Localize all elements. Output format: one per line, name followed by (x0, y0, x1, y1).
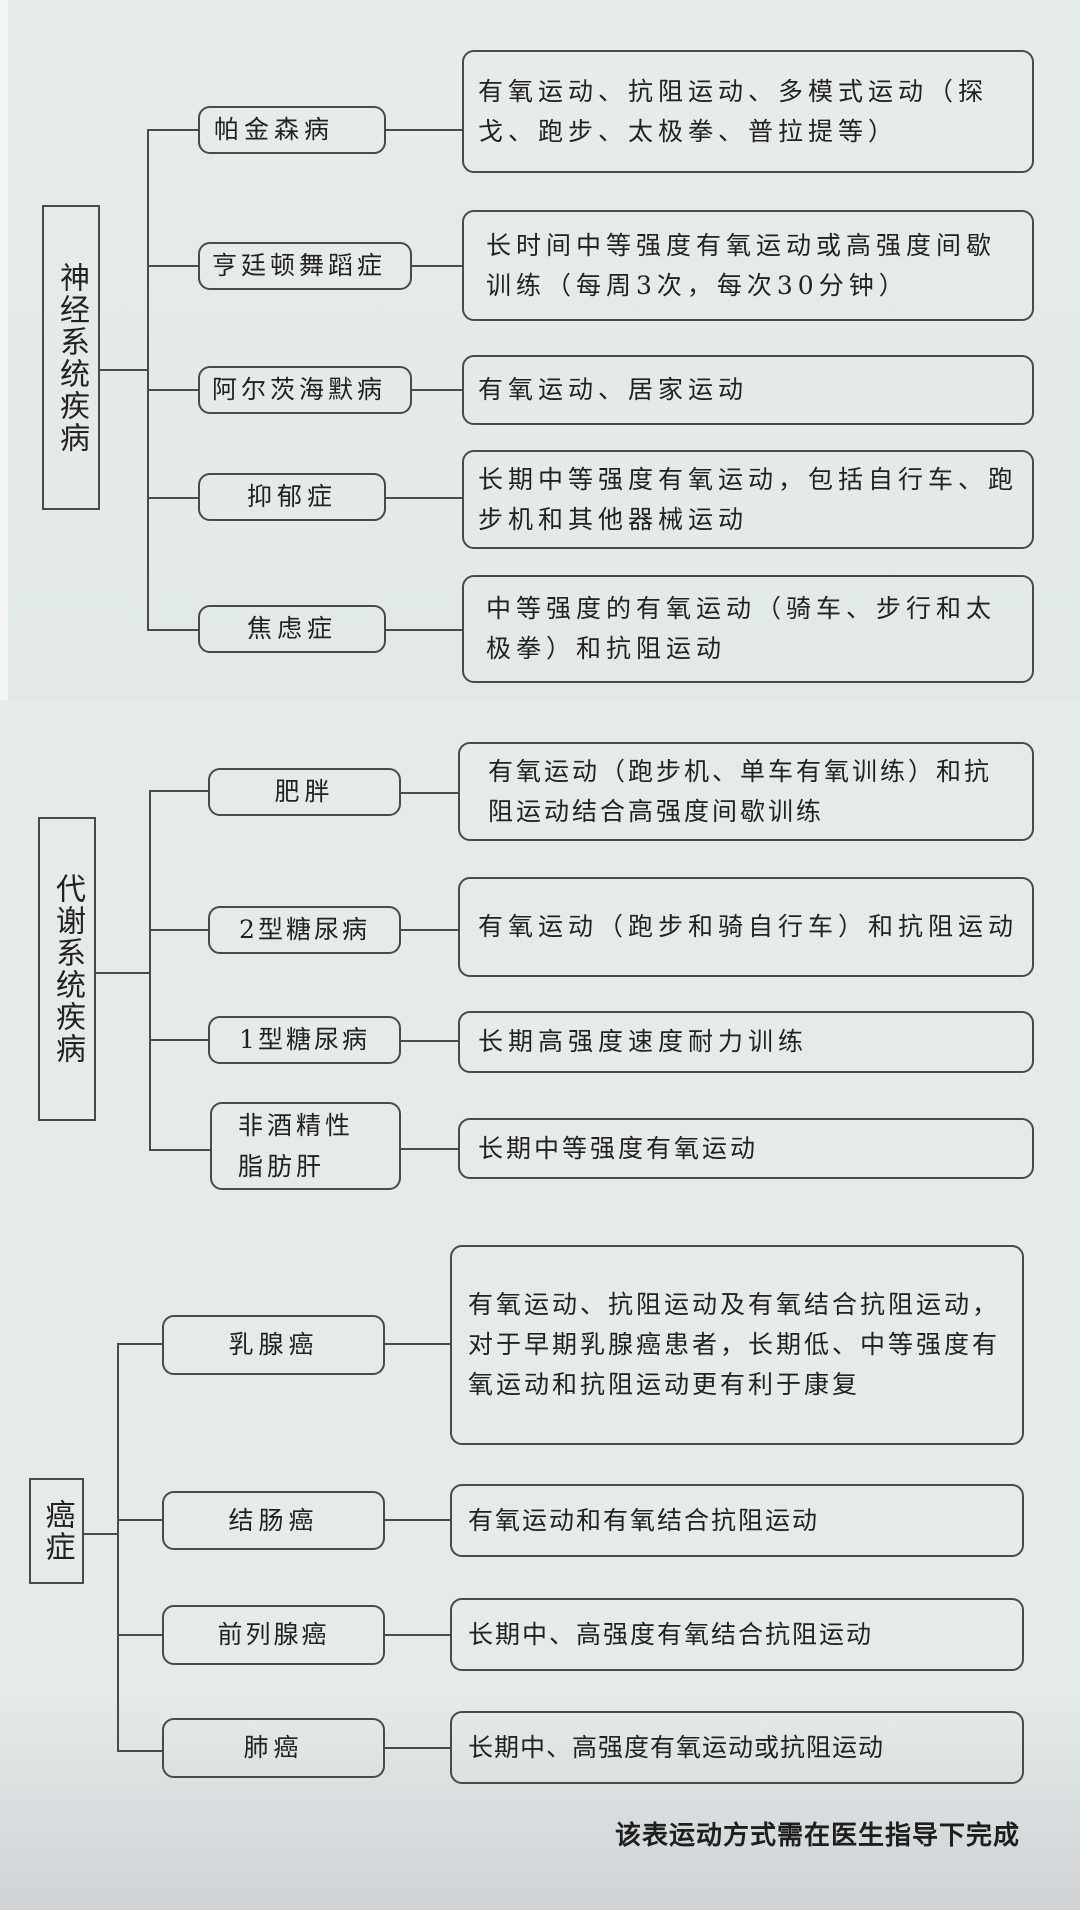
exercise-text: 有氧运动、居家运动 (478, 375, 749, 404)
link-line (412, 389, 462, 391)
disease-label: 阿尔茨海默病 (212, 375, 387, 404)
exercise-text: 有氧运动、抗阻运动、多模式运动（探戈、跑步、太极拳、普拉提等） (478, 76, 989, 146)
branch-line (118, 1750, 162, 1752)
disease-node-colon-cancer: 结肠癌 (162, 1491, 385, 1550)
exercise-box-depression: 长期中等强度有氧运动，包括自行车、跑步机和其他器械运动 (462, 450, 1034, 549)
category-label: 神经系统疾病 (54, 261, 89, 454)
category-box-cancer: 癌症 (29, 1478, 84, 1584)
disease-label: 帕金森病 (214, 115, 335, 144)
exercise-text: 有氧运动和有氧结合抗阻运动 (468, 1505, 820, 1535)
disease-node-anxiety: 焦虑症 (198, 605, 386, 653)
connector-line (96, 972, 150, 974)
trunk-line (149, 790, 151, 1151)
trunk-line (147, 129, 149, 631)
link-line (401, 792, 458, 794)
background-middle (0, 700, 1080, 1700)
exercise-box-parkinsons: 有氧运动、抗阻运动、多模式运动（探戈、跑步、太极拳、普拉提等） (462, 50, 1034, 173)
category-label: 癌症 (39, 1499, 75, 1563)
exercise-text: 长期中、高强度有氧运动或抗阻运动 (468, 1732, 885, 1762)
exercise-box-breast-cancer: 有氧运动、抗阻运动及有氧结合抗阻运动，对于早期乳腺癌患者，长期低、中等强度有氧运… (450, 1245, 1024, 1445)
category-box-neurological: 神经系统疾病 (42, 205, 100, 510)
disease-node-parkinsons: 帕金森病 (198, 106, 386, 154)
disease-node-breast-cancer: 乳腺癌 (162, 1315, 385, 1375)
exercise-box-huntingtons: 长时间中等强度有氧运动或高强度间歇训练（每周3次，每次30分钟） (462, 210, 1034, 321)
exercise-text: 有氧运动（跑步机、单车有氧训练）和抗阻运动结合高强度间歇训练 (488, 756, 993, 826)
link-line (385, 1343, 450, 1345)
exercise-text: 有氧运动、抗阻运动及有氧结合抗阻运动，对于早期乳腺癌患者，长期低、中等强度有氧运… (468, 1290, 1001, 1399)
branch-line (150, 790, 208, 792)
background-top (0, 0, 1080, 700)
link-line (385, 1747, 450, 1749)
disease-label: 结肠癌 (228, 1505, 319, 1535)
exercise-box-colon-cancer: 有氧运动和有氧结合抗阻运动 (450, 1484, 1024, 1557)
link-line (386, 497, 462, 499)
link-line (385, 1519, 450, 1521)
branch-line (118, 1634, 162, 1636)
exercise-text: 长期中、高强度有氧结合抗阻运动 (468, 1619, 874, 1649)
exercise-box-type1-diabetes: 长期高强度速度耐力训练 (458, 1011, 1034, 1073)
disease-label: 肺癌 (243, 1733, 304, 1762)
branch-line (150, 1039, 208, 1041)
exercise-box-alzheimers: 有氧运动、居家运动 (462, 355, 1034, 425)
disease-node-alzheimers: 阿尔茨海默病 (198, 366, 412, 414)
exercise-box-prostate-cancer: 长期中、高强度有氧结合抗阻运动 (450, 1598, 1024, 1671)
exercise-box-nafld: 长期中等强度有氧运动 (458, 1118, 1034, 1179)
disease-label: 焦虑症 (246, 614, 337, 643)
exercise-text: 有氧运动（跑步和骑自行车）和抗阻运动 (478, 912, 1019, 941)
exercise-text: 长期中等强度有氧运动，包括自行车、跑步机和其他器械运动 (478, 464, 1019, 534)
disease-label: 乳腺癌 (228, 1330, 319, 1359)
exercise-box-obesity: 有氧运动（跑步机、单车有氧训练）和抗阻运动结合高强度间歇训练 (458, 742, 1034, 841)
branch-line (118, 1343, 162, 1345)
branch-line (150, 1149, 210, 1151)
exercise-text: 长时间中等强度有氧运动或高强度间歇训练（每周3次，每次30分钟） (486, 230, 997, 300)
branch-line (148, 629, 198, 631)
disease-node-type2-diabetes: 2型糖尿病 (208, 906, 401, 954)
exercise-box-anxiety: 中等强度的有氧运动（骑车、步行和太极拳）和抗阻运动 (462, 575, 1034, 683)
link-line (401, 929, 458, 931)
branch-line (148, 389, 198, 391)
branch-line (148, 497, 198, 499)
disease-node-obesity: 肥胖 (208, 768, 401, 816)
left-edge-strip (0, 0, 8, 700)
background-bottom (0, 1700, 1080, 1910)
link-line (401, 1148, 458, 1150)
disease-label: 2型糖尿病 (239, 915, 370, 944)
branch-line (118, 1519, 162, 1521)
link-line (412, 265, 462, 267)
branch-line (148, 129, 198, 131)
category-box-metabolic: 代谢系统疾病 (38, 817, 96, 1121)
link-line (401, 1040, 458, 1042)
disease-label: 非酒精性脂肪肝 (238, 1110, 355, 1181)
category-label: 代谢系统疾病 (50, 873, 85, 1065)
disease-label: 1型糖尿病 (239, 1025, 370, 1054)
disease-node-huntingtons: 亨廷顿舞蹈症 (198, 242, 412, 290)
link-line (386, 129, 462, 131)
disease-node-lung-cancer: 肺癌 (162, 1718, 385, 1778)
exercise-text: 中等强度的有氧运动（骑车、步行和太极拳）和抗阻运动 (486, 594, 997, 663)
connector-line (84, 1533, 118, 1535)
disease-label: 前列腺癌 (217, 1620, 330, 1649)
connector-line (100, 369, 148, 371)
exercise-text: 长期高强度速度耐力训练 (478, 1027, 809, 1056)
disease-label: 肥胖 (274, 777, 335, 806)
disease-node-nafld: 非酒精性脂肪肝 (210, 1102, 401, 1190)
link-line (386, 629, 462, 631)
exercise-box-lung-cancer: 长期中、高强度有氧运动或抗阻运动 (450, 1711, 1024, 1784)
exercise-box-type2-diabetes: 有氧运动（跑步和骑自行车）和抗阻运动 (458, 877, 1034, 977)
branch-line (150, 929, 208, 931)
disease-node-type1-diabetes: 1型糖尿病 (208, 1016, 401, 1064)
disease-node-depression: 抑郁症 (198, 473, 386, 521)
branch-line (148, 265, 198, 267)
footer-note: 该表运动方式需在医生指导下完成 (614, 1821, 1020, 1851)
link-line (385, 1634, 450, 1636)
exercise-text: 长期中等强度有氧运动 (478, 1133, 759, 1163)
trunk-line (117, 1343, 119, 1752)
disease-label: 亨廷顿舞蹈症 (212, 251, 387, 280)
disease-label: 抑郁症 (246, 482, 337, 511)
disease-node-prostate-cancer: 前列腺癌 (162, 1605, 385, 1665)
